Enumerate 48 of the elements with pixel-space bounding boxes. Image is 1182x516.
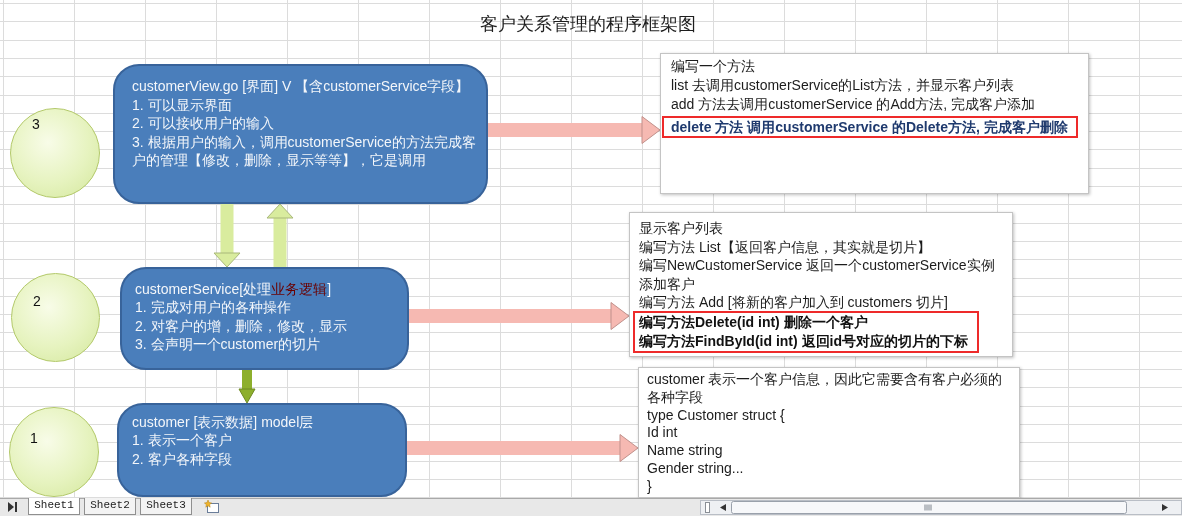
process-box [113,64,488,204]
list-item: 1. 完成对用户的各种操作 [135,298,291,317]
step-number: 3 [32,115,40,133]
note-line: 显示客户列表 [639,219,723,238]
note-box [638,367,1020,498]
note-line: Name string [647,442,723,460]
note-line: list 去调用customerService的List方法，并显示客户列表 [671,76,1015,95]
block-arrow [409,302,630,330]
block-arrow [238,370,256,404]
process-box [120,267,409,370]
sheet-tab: Sheet2 [84,498,136,515]
list-item: 2. 客户各种字段 [132,449,232,469]
diagram-title: 客户关系管理的程序框架图 [480,13,696,35]
list-item: 2. 对客户的增，删除，修改，显示 [135,316,347,336]
list-item: 3. 根据用户的输入，调用customerService的方法完成客户的管理【修改，删除，显示等等】，它是调用 [132,132,477,170]
block-arrow [488,116,661,144]
note-line: 编写一个方法 [671,57,755,76]
list-item: 1. 可以显示界面 [132,95,232,115]
block-arrow [407,434,639,462]
step-number: 1 [30,429,38,447]
note-box [660,53,1089,194]
list-item: 3. 会声明一个customer的切片 [135,335,321,354]
note-line: 编写NewCustomerService 返回一个customerService实例 [639,256,995,275]
note-line: type Customer struct { [647,406,785,425]
note-box [629,212,1013,357]
step-number: 2 [33,292,41,310]
block-arrow [266,203,294,267]
note-line: Gender string... [647,460,744,478]
box-heading: customerService[处理业务逻辑] [135,280,332,299]
sheet-tab: Sheet1 [28,498,80,515]
note-line: } [647,477,652,496]
highlight-frame [662,116,1078,138]
sheet-tab: Sheet3 [140,498,192,515]
note-line: 添加客户 [639,274,695,294]
block-arrow [213,204,241,268]
process-box [117,403,407,497]
note-line: add 方法去调用customerService 的Add方法, 完成客户添加 [671,95,1036,114]
note-line: Id int [647,424,678,443]
highlight-frame [633,311,979,353]
box-heading: customerView.go [界面] V 【含customerService字段】 [132,77,470,96]
list-item: 2. 可以接收用户的输入 [132,114,274,133]
note-line: 编写方法 List【返回客户信息，其实就是切片】 [639,237,931,257]
list-item: 1. 表示一个客户 [132,431,232,450]
note-line: 编写方法FindById(id int) 返回id号对应的切片的下标 [639,331,968,350]
box-heading: customer [表示数据] model层 [132,413,314,432]
note-line: 编写方法Delete(id int) 删除一个客户 [639,313,868,332]
note-line: 编写方法 Add [将新的客户加入到 customers 切片] [639,293,948,312]
note-line: delete 方法 调用customerService 的Delete方法, 完成客户删除 [671,118,1068,136]
